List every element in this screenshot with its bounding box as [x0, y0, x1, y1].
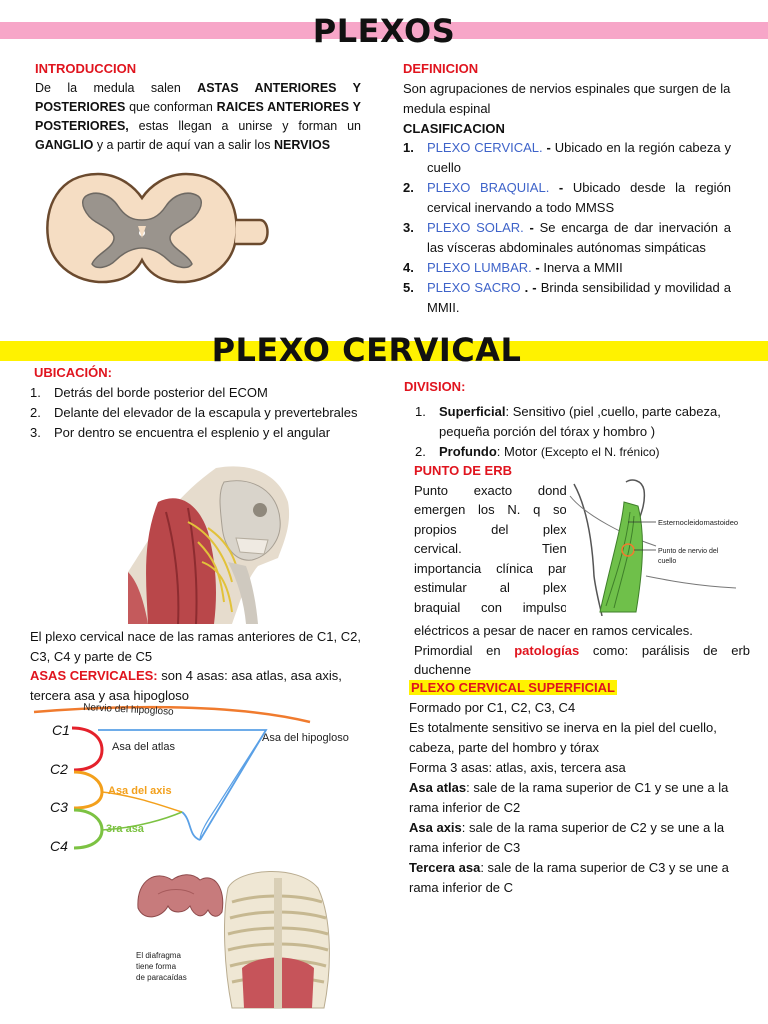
- erb-point-figure: Esternocleidomastoideo Punto de nervio d…: [566, 476, 756, 616]
- asas-heading: ASAS CERVICALES:: [30, 668, 158, 683]
- list-item: 2.PLEXO BRAQUIAL. - Ubicado desde la reg…: [403, 180, 731, 215]
- hipogloso-nerve-line: [33, 705, 311, 724]
- spinal-cord-illustration: [46, 172, 269, 284]
- punto-nervio-label: Punto de nervio del: [658, 548, 719, 555]
- diafragma-caption-line1: El diafragma: [136, 951, 181, 960]
- intro-text: De la medula salen ASTAS ANTERIORES Y PO…: [35, 80, 361, 152]
- division-heading: DIVISION:: [404, 379, 466, 394]
- superficial-heading: PLEXO CERVICAL SUPERFICIAL: [409, 680, 617, 695]
- level-c3: C3: [50, 799, 68, 815]
- erb-section: PUNTO DE ERB Punto exacto donde emergen …: [414, 461, 574, 617]
- diaphragm-illustration: El diafragma tiene forma de paracaídas: [136, 871, 330, 1009]
- ubicacion-list: 1.Detrás del borde posterior del ECOM 2.…: [30, 383, 370, 443]
- asa-atlas-label: Asa del atlas: [112, 741, 175, 753]
- asas-cervicales-diagram: Nervio del hipogloso C1 C2 C3 C4 Asa del…: [33, 702, 349, 854]
- erb-heading: PUNTO DE ERB: [414, 463, 512, 478]
- ubicacion-heading: UBICACIÓN:: [34, 365, 112, 380]
- list-item: 1.Detrás del borde posterior del ECOM: [30, 384, 268, 400]
- clasificacion-list: 1.PLEXO CERVICAL. - Ubicado en la región…: [403, 138, 731, 318]
- superficial-formado: Formado por C1, C2, C3, C4: [409, 700, 576, 715]
- nacimiento-text: El plexo cervical nace de las ramas ante…: [30, 629, 361, 664]
- ubicacion-section: UBICACIÓN: 1.Detrás del borde posterior …: [30, 363, 370, 443]
- list-item: 3.Por dentro se encuentra el esplenio y …: [30, 424, 331, 440]
- neck-anatomy-illustration: [128, 462, 292, 624]
- list-item: 1.Superficial: Sensitivo (piel ,cuello, …: [415, 404, 721, 439]
- definicion-heading: DEFINICION: [403, 61, 479, 76]
- clasificacion-heading: CLASIFICACION: [403, 120, 505, 136]
- asas-text: ASAS CERVICALES: son 4 asas: asa atlas, …: [30, 668, 342, 703]
- list-item: 3.PLEXO SOLAR. - Se encarga de dar inerv…: [403, 220, 731, 255]
- intro-section: INTRODUCCION De la medula salen ASTAS AN…: [35, 59, 361, 155]
- intro-heading: INTRODUCCION: [35, 61, 137, 76]
- list-item: 2.Profundo: Motor (Excepto el N. frénico…: [415, 444, 660, 459]
- list-item: 1.PLEXO CERVICAL. - Ubicado en la región…: [403, 140, 731, 175]
- definicion-text: Son agrupaciones de nervios espinales qu…: [403, 80, 731, 116]
- asa-hipogloso-label: Asa del hipogloso: [262, 732, 349, 744]
- erb-cont-1: eléctricos a pesar de nacer en ramos cer…: [414, 623, 693, 638]
- superficial-forma: Forma 3 asas: atlas, axis, tercera asa: [409, 760, 626, 775]
- asa-axis-label: Asa del axis: [108, 785, 172, 797]
- division-list: 1.Superficial: Sensitivo (piel ,cuello, …: [415, 402, 751, 462]
- level-c4: C4: [50, 838, 68, 854]
- page-title: PLEXOS: [312, 12, 456, 50]
- diafragma-caption-line2: tiene forma: [136, 962, 177, 971]
- nacimiento-section: El plexo cervical nace de las ramas ante…: [30, 627, 370, 705]
- cuello-label: cuello: [658, 558, 676, 565]
- asa-atlas-desc: Asa atlas: sale de la rama superior de C…: [409, 780, 729, 815]
- list-item: 4.PLEXO LUMBAR. - Inerva a MMII: [403, 260, 623, 275]
- title-band-pink: [0, 22, 768, 39]
- superficial-section: PLEXO CERVICAL SUPERFICIAL Formado por C…: [409, 678, 751, 898]
- erb-continued: eléctricos a pesar de nacer en ramos cer…: [414, 621, 750, 680]
- esternocleidomastoideo-label: Esternocleidomastoideo: [658, 518, 738, 527]
- level-c2: C2: [50, 761, 68, 777]
- erb-text: Punto exacto donde emergen los N. q son …: [414, 482, 574, 615]
- tercera-asa-label: 3ra asa: [106, 823, 145, 835]
- section-title: PLEXO CERVICAL: [211, 331, 522, 369]
- diafragma-caption-line3: de paracaídas: [136, 973, 187, 982]
- definicion-section: DEFINICION Son agrupaciones de nervios e…: [403, 59, 731, 318]
- list-item: 5.PLEXO SACRO . - Brinda sensibilidad y …: [403, 280, 731, 315]
- erb-cont-2: Primordial en patologías como: parálisis…: [414, 642, 750, 678]
- asa-axis-desc: Asa axis: sale de la rama superior de C2…: [409, 820, 725, 855]
- nervio-hipogloso-label: Nervio del hipogloso: [83, 702, 174, 718]
- superficial-sensitivo: Es totalmente sensitivo se inerva en la …: [409, 720, 717, 755]
- list-item: 2.Delante del elevador de la escapula y …: [30, 404, 358, 420]
- level-c1: C1: [52, 722, 70, 738]
- division-section: DIVISION:: [404, 377, 754, 397]
- tercera-asa-desc: Tercera asa: sale de la rama superior de…: [409, 860, 729, 895]
- title-band-yellow: [0, 341, 768, 361]
